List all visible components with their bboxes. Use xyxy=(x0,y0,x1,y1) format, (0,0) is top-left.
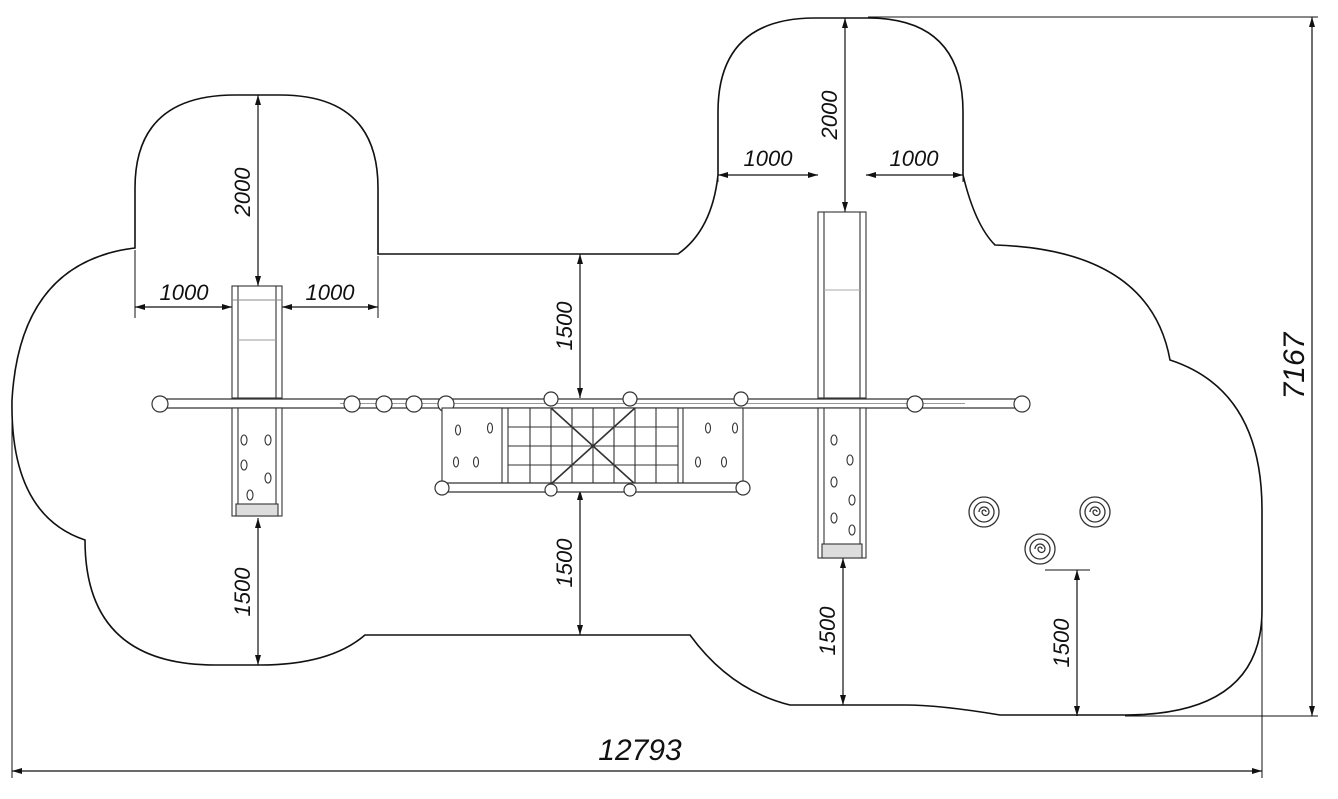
right-tower-right-clearance-label: 1000 xyxy=(890,146,940,171)
left-tower-top-clearance-label: 2000 xyxy=(230,167,255,218)
left-tower-climbing-wall xyxy=(231,407,283,517)
stepping-stone xyxy=(1079,496,1111,528)
center-top-clearance-label: 1500 xyxy=(552,301,577,351)
safety-zone-outline xyxy=(11,17,1263,716)
main-rail xyxy=(157,398,1025,409)
right-tower-climbing-wall xyxy=(817,407,867,559)
left-tower-left-clearance-label: 1000 xyxy=(160,280,210,305)
center-net-bridge xyxy=(507,407,679,485)
right-tower-left-clearance-label: 1000 xyxy=(744,146,794,171)
overall-height-label: 7167 xyxy=(1278,331,1311,399)
stepping-stones xyxy=(968,496,1111,565)
center-bridge-panels xyxy=(441,407,744,485)
center-bottom-rail xyxy=(434,480,751,497)
center-bottom-clearance-label: 1500 xyxy=(552,538,577,588)
stepping-stone xyxy=(1024,533,1056,565)
left-tower-slide xyxy=(231,285,283,399)
left-tower-right-clearance-label: 1000 xyxy=(306,280,356,305)
dimension-lines xyxy=(12,17,1315,774)
extension-lines xyxy=(11,16,1318,778)
overall-width-label: 12793 xyxy=(598,734,682,767)
right-tower-slide xyxy=(817,211,867,399)
right-tower-bottom-clearance-label: 1500 xyxy=(815,606,840,656)
stepping-stones-clearance-label: 1500 xyxy=(1049,618,1074,668)
left-tower-bottom-clearance-label: 1500 xyxy=(230,567,255,617)
rail-post-heads xyxy=(151,391,1031,413)
right-tower-top-clearance-label: 2000 xyxy=(817,90,842,141)
stepping-stone xyxy=(968,496,1000,528)
